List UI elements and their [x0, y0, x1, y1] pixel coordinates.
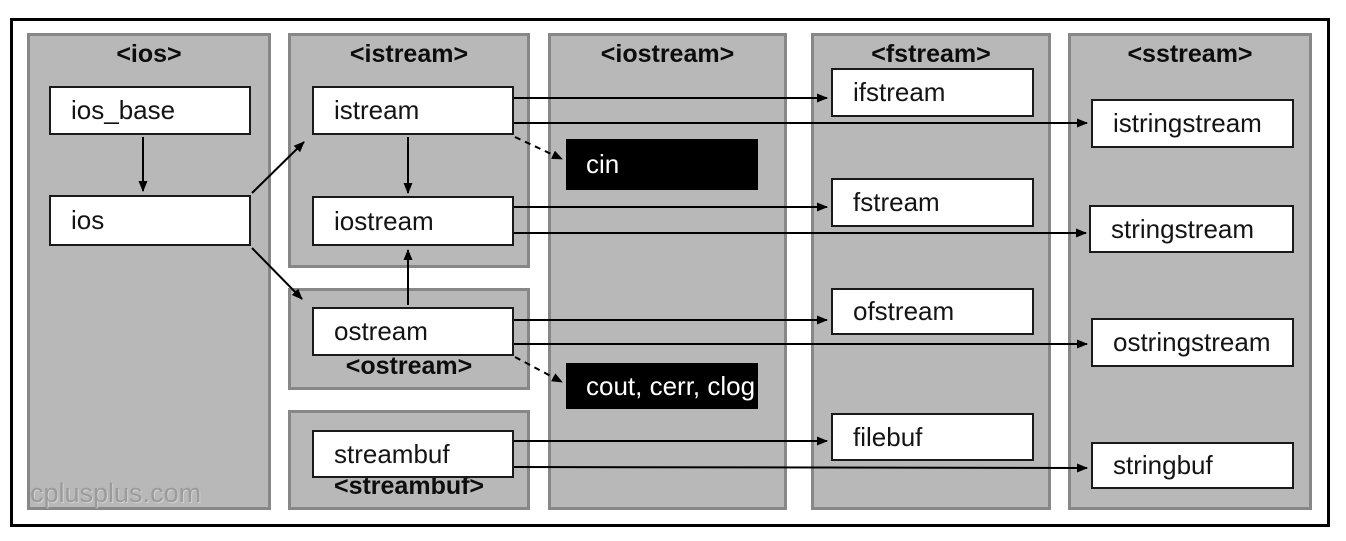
- class-box-istringstream[interactable]: istringstream: [1091, 99, 1294, 148]
- panel-iostream: <iostream>: [548, 33, 787, 510]
- object-box-cin[interactable]: cin: [566, 139, 758, 190]
- class-box-ostream[interactable]: ostream: [312, 307, 514, 356]
- class-box-ostringstream[interactable]: ostringstream: [1091, 318, 1294, 367]
- panel-title-iostream: <iostream>: [600, 40, 735, 68]
- panel-title-ostream: <ostream>: [345, 352, 473, 380]
- class-box-filebuf[interactable]: filebuf: [831, 413, 1034, 461]
- class-box-stringbuf[interactable]: stringbuf: [1091, 442, 1294, 489]
- class-box-streambuf[interactable]: streambuf: [312, 430, 514, 478]
- class-box-ofstream[interactable]: ofstream: [831, 288, 1034, 335]
- object-box-cout-cerr-clog[interactable]: cout, cerr, clog: [566, 363, 758, 409]
- panel-title-sstream: <sstream>: [1127, 40, 1253, 68]
- class-box-istream[interactable]: istream: [312, 86, 514, 135]
- panel-title-ios: <ios>: [116, 40, 182, 68]
- class-box-ios[interactable]: ios: [49, 195, 251, 246]
- class-box-ifstream[interactable]: ifstream: [831, 68, 1034, 117]
- panel-title-istream: <istream>: [349, 40, 469, 68]
- class-box-fstream[interactable]: fstream: [831, 178, 1034, 227]
- class-box-ios-base[interactable]: ios_base: [49, 86, 251, 135]
- panel-title-fstream: <fstream>: [871, 40, 991, 68]
- watermark: cplusplus.com: [30, 478, 202, 508]
- class-box-stringstream[interactable]: stringstream: [1089, 205, 1294, 253]
- class-box-iostream[interactable]: iostream: [312, 196, 514, 246]
